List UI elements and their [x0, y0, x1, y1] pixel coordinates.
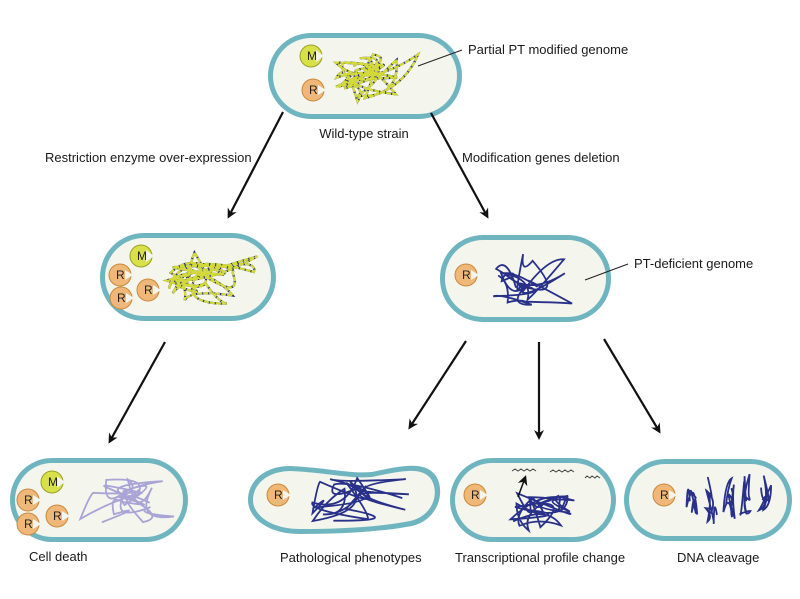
- svg-text:R: R: [144, 283, 153, 297]
- dna-strand: [508, 491, 575, 534]
- label-restriction-overexpression: Restriction enzyme over-expression: [45, 150, 252, 165]
- cleaved-genome: [685, 473, 772, 525]
- transcription-arrow-icon: [517, 475, 528, 498]
- pt-deficient-genome-transcriptional: [508, 491, 575, 534]
- dna-strand: [685, 488, 699, 515]
- dna-strand: [162, 250, 258, 305]
- label-pt-deficient-genome: PT-deficient genome: [634, 256, 753, 271]
- label-wild-type: Wild-type strain: [319, 126, 409, 141]
- svg-text:R: R: [309, 83, 318, 97]
- arrow-to-dna-cleavage: [603, 338, 661, 434]
- restriction-enzyme-icon: R: [16, 512, 41, 536]
- partial-pt-genome: [333, 51, 421, 105]
- svg-text:R: R: [117, 291, 126, 305]
- svg-text:M: M: [48, 475, 58, 489]
- svg-text:R: R: [24, 493, 33, 507]
- restriction-enzyme-icon: R: [301, 78, 326, 102]
- label-dna-cleavage: DNA cleavage: [677, 550, 759, 565]
- dna-strand: [492, 253, 573, 306]
- pt-deficient-genome: [492, 253, 573, 306]
- label-pathological: Pathological phenotypes: [280, 550, 422, 565]
- callout-line-partial-pt: [417, 49, 463, 67]
- restriction-enzyme-icon: R: [136, 278, 161, 302]
- restriction-enzyme-icon: R: [109, 286, 134, 310]
- dna-strand: [310, 476, 409, 523]
- dna-strand: [78, 477, 175, 524]
- svg-text:R: R: [116, 268, 125, 282]
- restriction-enzyme-icon: R: [108, 263, 133, 287]
- label-partial-pt-genome: Partial PT modified genome: [468, 42, 628, 57]
- label-modification-deletion: Modification genes deletion: [462, 150, 620, 165]
- degraded-genome: [78, 477, 175, 524]
- methylase-icon: M: [299, 44, 324, 68]
- arrow-to-cell-death: [108, 341, 166, 444]
- dna-strand: [722, 476, 736, 520]
- partial-pt-genome-overexpression: [162, 250, 258, 305]
- arrow-to-pathological: [408, 340, 467, 430]
- restriction-enzyme-icon: R: [463, 483, 488, 507]
- restriction-enzyme-icon: R: [266, 483, 291, 507]
- svg-text:R: R: [274, 488, 283, 502]
- svg-text:R: R: [471, 488, 480, 502]
- pt-deficient-genome-pathological: [310, 476, 409, 523]
- svg-text:R: R: [462, 268, 471, 282]
- arrow-to-overexpression: [227, 111, 284, 219]
- svg-text:R: R: [660, 488, 669, 502]
- svg-text:R: R: [24, 517, 33, 531]
- transcript-squiggles: [511, 468, 601, 479]
- dna-strand: [739, 473, 752, 516]
- methylase-icon: M: [129, 244, 154, 268]
- dna-strand: [333, 51, 421, 105]
- svg-text:M: M: [137, 249, 147, 263]
- restriction-enzyme-icon: R: [652, 483, 677, 507]
- restriction-enzyme-icon: R: [454, 263, 479, 287]
- svg-text:R: R: [53, 509, 62, 523]
- dna-strand: [703, 476, 718, 525]
- dna-strand: [756, 475, 772, 513]
- callout-line-pt-deficient: [584, 263, 629, 281]
- arrow-to-deletion: [430, 112, 489, 219]
- svg-text:M: M: [307, 49, 317, 63]
- restriction-enzyme-icon: R: [45, 504, 70, 528]
- methylase-icon: M: [40, 470, 65, 494]
- label-cell-death: Cell death: [29, 549, 88, 564]
- label-transcriptional: Transcriptional profile change: [455, 550, 625, 565]
- restriction-enzyme-icon: R: [16, 488, 41, 512]
